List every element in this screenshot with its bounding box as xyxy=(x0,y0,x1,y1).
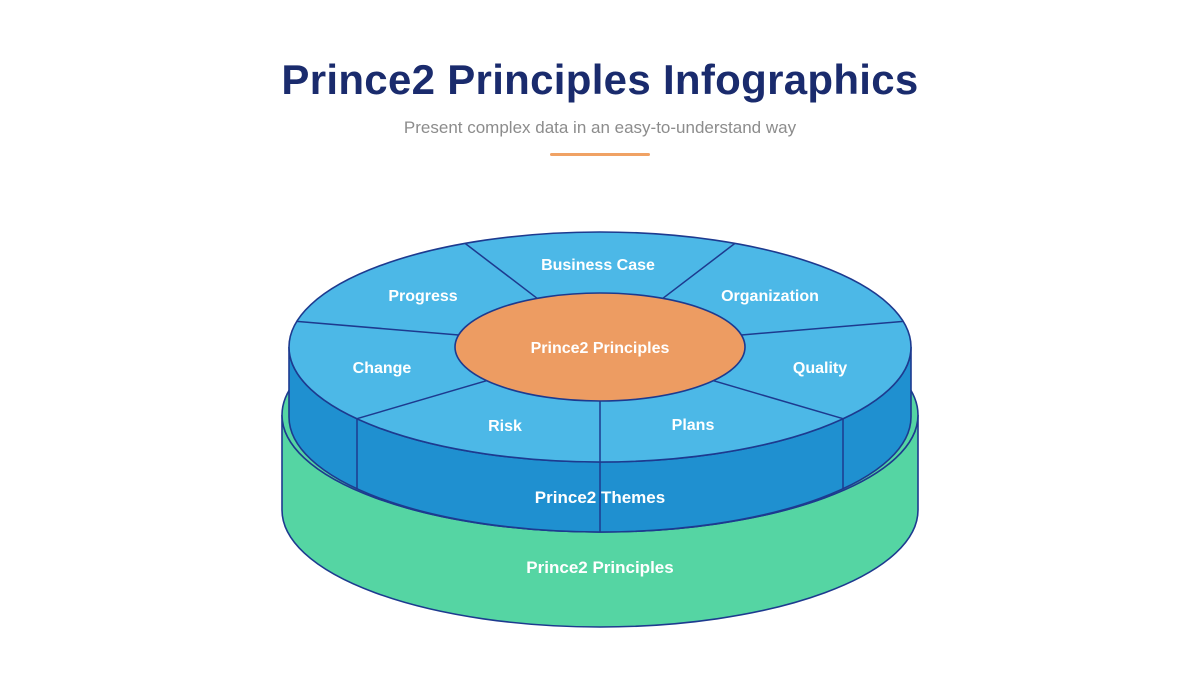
segment-label-plans: Plans xyxy=(672,417,715,434)
segment-label-quality: Quality xyxy=(793,360,847,377)
segment-label-progress: Progress xyxy=(388,288,457,305)
slide-header: Prince2 Principles Infographics Present … xyxy=(0,0,1200,156)
center-ellipse xyxy=(454,292,746,402)
page-title: Prince2 Principles Infographics xyxy=(281,56,919,103)
page-subtitle: Present complex data in an easy-to-under… xyxy=(403,118,797,137)
segment-label-change: Change xyxy=(353,360,412,377)
segment-divider xyxy=(662,242,736,299)
themes-ring-label: Prince2 Themes xyxy=(535,488,665,507)
center-label: Prince2 Principles xyxy=(531,340,670,357)
segment-divider xyxy=(296,320,459,336)
base-ring-label: Prince2 Principles xyxy=(526,558,673,577)
segment-divider xyxy=(741,320,904,336)
segment-label-organization: Organization xyxy=(721,288,819,305)
segment-label-risk: Risk xyxy=(488,418,522,435)
segment-divider xyxy=(356,379,487,420)
accent-divider xyxy=(550,153,650,156)
segment-label-business-case: Business Case xyxy=(541,257,655,274)
segment-divider xyxy=(713,379,844,420)
segment-divider xyxy=(464,242,538,299)
